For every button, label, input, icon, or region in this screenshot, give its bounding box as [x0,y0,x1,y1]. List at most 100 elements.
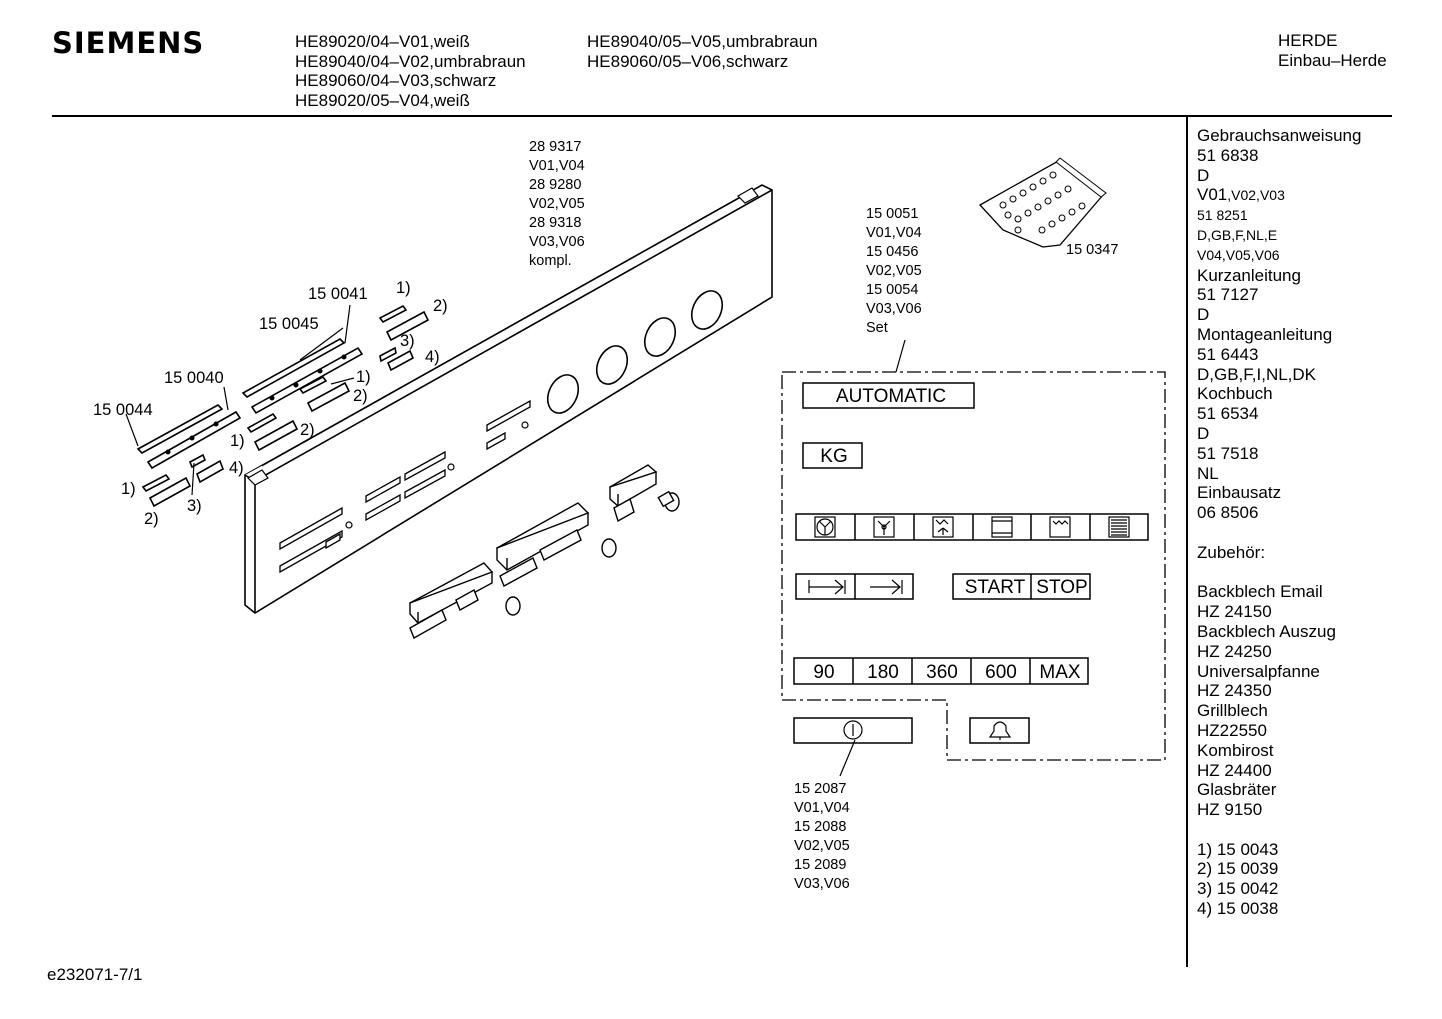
start-stop-buttons [952,573,1091,600]
fan-grill-icon [932,516,954,538]
part-number: 15 2089 [794,857,847,873]
bell-button [969,717,1030,744]
list-item: HZ22550 [1197,720,1267,740]
list-item: 51 7518 [1197,443,1259,463]
list-item: Kurzanleitung [1197,265,1301,285]
stop-label: STOP [1036,577,1087,598]
note-item: 1) 15 0043 [1197,839,1279,859]
document-code: e232071-7/1 [47,965,143,984]
note-item: 4) 15 0038 [1197,899,1279,919]
control-panel-fascia [244,184,773,614]
power-button [793,717,913,744]
variant: V01,V04 [866,225,922,241]
list-item: NL [1197,463,1219,483]
time-label-600: 600 [985,662,1017,683]
set-part-label: 15 0051 V01,V04 15 0456 V02,V05 15 0054 … [866,205,922,338]
variant-main: V01 [1197,185,1228,205]
category: HERDE [1278,31,1338,50]
part-number: 15 0054 [866,282,919,298]
kg-display [802,442,863,469]
part-number: 15 2087 [794,781,847,797]
list-item: Universalpfanne [1197,661,1320,681]
kg-label: KG [820,446,847,467]
model-item: HE89040/04–V02,umbrabraun [295,51,526,71]
callout-2: 2) [433,297,448,315]
function-symbol-row [795,513,1149,541]
automatic-label: AUTOMATIC [836,386,946,407]
note-item: 3) 15 0042 [1197,879,1279,899]
arrow-to-bar-icon-2 [870,579,903,595]
time-label-90: 90 [813,662,834,683]
knob-part-label: 15 2087 V01,V04 15 2088 V02,V05 15 2089 … [794,780,850,894]
list-item: D,GB,F,I,NL,DK [1197,364,1317,384]
panel-detail-boxes [793,382,1149,744]
list-item: Einbausatz [1197,483,1282,503]
siemens-logo: SIEMENS [52,26,205,60]
list-item: Glasbräter [1197,780,1277,800]
list-item: Kochbuch [1197,384,1273,404]
subcategory: Einbau–Herde [1278,50,1387,70]
list-item: 51 6443 [1197,344,1259,364]
list-item: Grillblech [1197,701,1268,721]
callout-1: 1) [356,368,371,386]
callout-1: 1) [121,480,136,498]
callout-3: 3) [187,497,202,515]
list-item: HZ 24250 [1197,641,1272,661]
model-item: HE89020/04–V01,weiß [295,32,470,51]
list-item: Kombirost [1197,740,1274,760]
list-item: V01,V02,V03 [1197,185,1361,206]
knob-hole-2 [595,345,629,385]
time-label-max: MAX [1039,662,1081,683]
time-label-360: 360 [926,662,958,683]
list-item: 51 8251 [1197,207,1248,224]
power-icon [843,720,863,740]
knob-button-cluster [408,464,680,640]
screw-bag [978,157,1107,248]
large-grill-icon [1108,516,1130,538]
strip-label-0044: 15 0044 [93,401,153,419]
panel-detail-frame [781,371,1166,761]
strip-label-0041: 15 0041 [308,285,368,303]
list-item: Montageanleitung [1197,324,1333,344]
list-item: D [1197,165,1210,185]
callout-2: 2) [353,387,368,405]
list-item: Zubehör: [1197,542,1266,562]
model-item: HE89060/04–V03,schwarz [295,71,497,90]
list-item: Gebrauchsanweisung [1197,126,1362,145]
part-number: 15 0051 [866,206,919,222]
list-item: 51 6838 [1197,145,1259,165]
parts-list: Gebrauchsanweisung 51 6838 D V01,V02,V03… [1197,126,1361,919]
list-item: HZ 24150 [1197,602,1272,622]
list-item: V04,V05,V06 [1197,246,1280,263]
leader-lines [125,304,906,777]
list-item: Backblech Email [1197,582,1323,602]
time-label-180: 180 [867,662,899,683]
list-item: HZ 24350 [1197,681,1272,701]
note: kompl. [529,253,572,269]
callout-4: 4) [229,459,244,477]
variant-rest: ,V02,V03 [1227,187,1285,204]
top-bottom-heat-icon [991,516,1013,538]
start-label: START [965,577,1026,598]
variant: V02,V05 [794,838,850,854]
fan-icon [873,516,895,538]
grill-icon [1049,516,1071,538]
callout-2: 2) [300,421,315,439]
knob-hole-3 [643,317,677,357]
part-number: 28 9317 [529,139,582,155]
list-item: 51 6534 [1197,404,1259,424]
variant: V03,V06 [529,234,585,250]
variant: V01,V04 [529,158,585,174]
list-item: D,GB,F,NL,E [1197,226,1278,243]
list-item: HZ 9150 [1197,800,1263,820]
screw-bag-label: 15 0347 [1066,242,1119,258]
model-item: HE89020/05–V04,weiß [295,90,470,110]
time-button-row [793,657,1089,685]
trim-strips [136,338,364,470]
variant: V03,V06 [866,301,922,317]
variant: V01,V04 [794,800,850,816]
model-list-2: HE89040/05–V05,umbrabraun HE89060/05–V06… [587,32,818,71]
model-list-1: HE89020/04–V01,weiß HE89040/04–V02,umbra… [295,32,526,110]
panel-part-label: 28 9317 V01,V04 28 9280 V02,V05 28 9318 … [529,138,585,271]
